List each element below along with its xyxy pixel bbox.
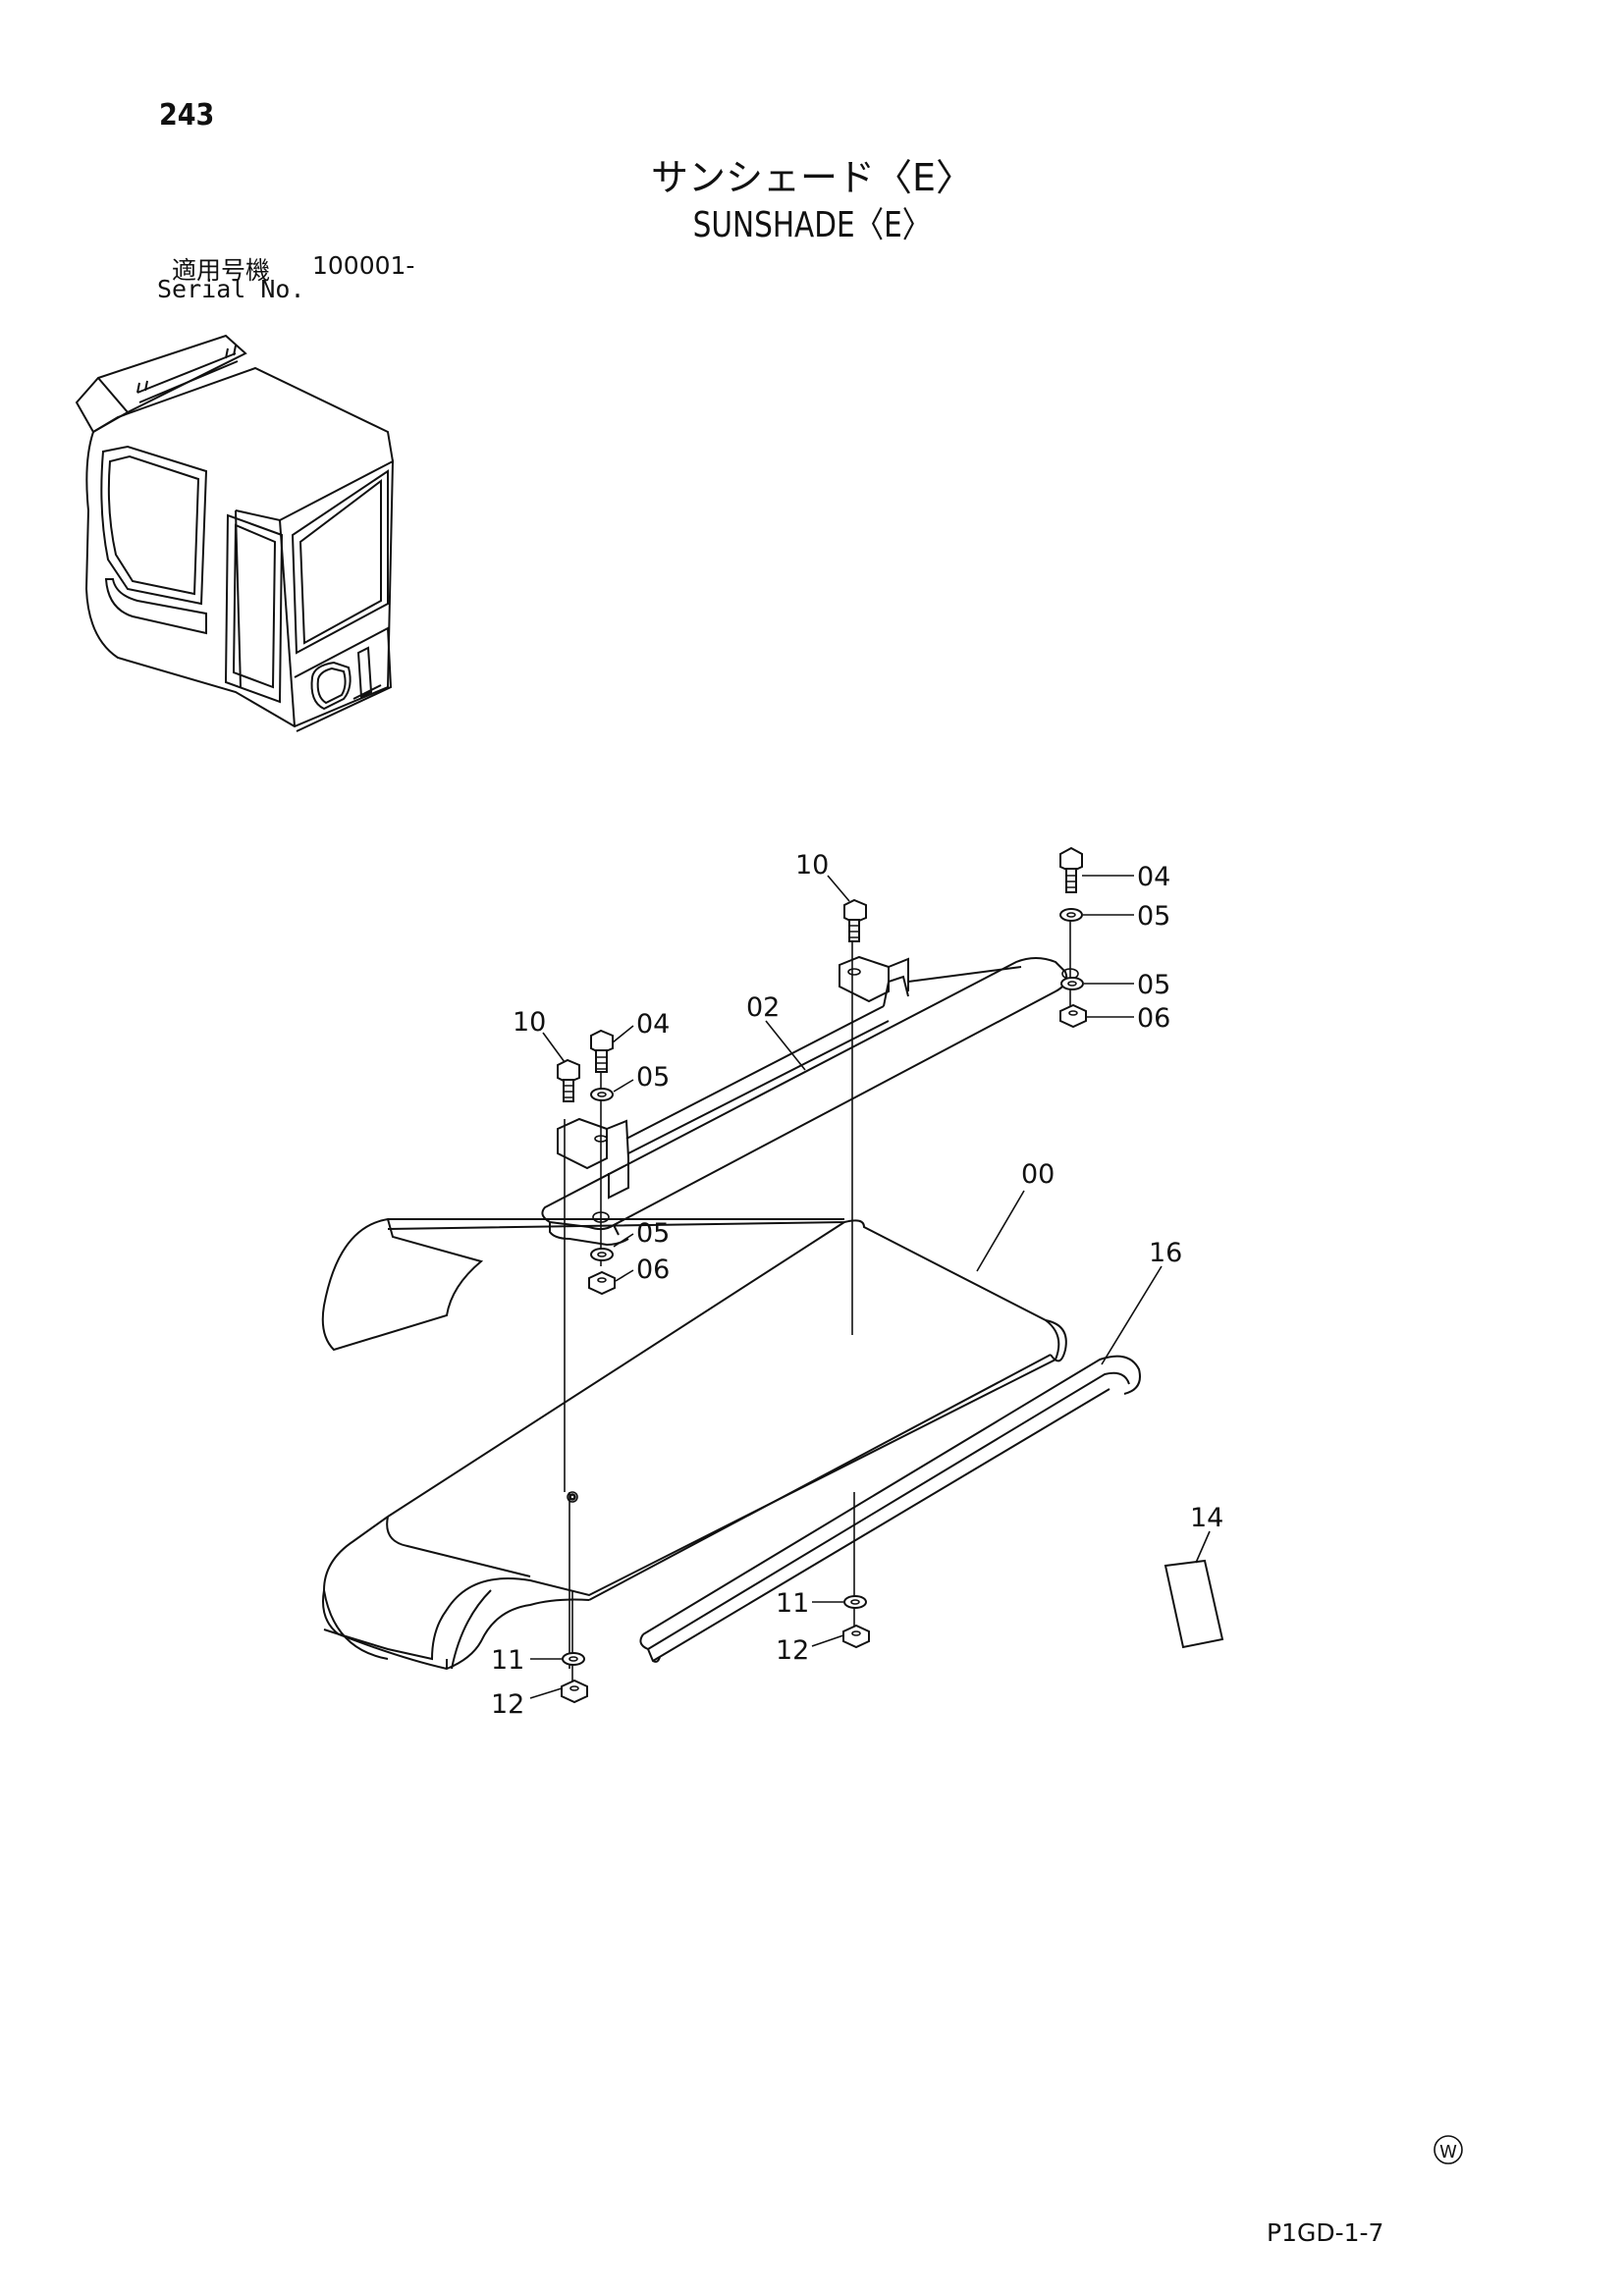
callout-16: 16 (1149, 1238, 1182, 1268)
seal-strip-part-16 (639, 1355, 1141, 1663)
hardware-left (557, 1029, 616, 1296)
callout-04-left: 04 (636, 1009, 670, 1040)
callout-02: 02 (746, 992, 780, 1023)
footer-reference-code: P1GD-1-7 (1267, 2218, 1384, 2247)
leader-lines (529, 875, 1211, 1699)
cab-overview-illustration (75, 334, 395, 732)
callout-00: 00 (1021, 1159, 1055, 1190)
callout-10-left: 10 (513, 1007, 546, 1038)
callout-05-right-lower: 05 (1137, 970, 1170, 1000)
sunshade-panel-part-00 (321, 1217, 1067, 1671)
page-title-japanese: サンシェード〈E〉 (650, 156, 973, 199)
watermark-w-symbol: W (1434, 2135, 1463, 2164)
decal-part-14 (1164, 1559, 1224, 1649)
callout-05-left-lower: 05 (636, 1218, 670, 1249)
serial-label-japanese: 適用号機 (172, 256, 271, 285)
callout-14: 14 (1190, 1503, 1223, 1533)
callout-11-center: 11 (776, 1588, 809, 1619)
callout-05-right-upper: 05 (1137, 901, 1170, 932)
callout-05-left-upper: 05 (636, 1062, 670, 1093)
serial-number-value: 100001- (312, 251, 415, 280)
callout-06-left: 06 (636, 1255, 670, 1285)
bracket-frame-part-02 (541, 955, 1079, 1247)
callout-11-left: 11 (491, 1645, 524, 1676)
page-title-english: SUNSHADE〈E〉 (692, 205, 932, 245)
callout-12-left: 12 (491, 1689, 524, 1720)
callout-06-right: 06 (1137, 1003, 1170, 1034)
callout-labels: 10 04 05 05 06 10 04 05 02 00 16 05 06 1… (491, 850, 1223, 1720)
hardware-right (843, 846, 1087, 1029)
callout-04-right: 04 (1137, 862, 1170, 892)
callout-10-right: 10 (795, 850, 829, 881)
assembly-centerlines (564, 918, 1071, 1688)
svg-text:W: W (1439, 2142, 1457, 2163)
callout-12-center: 12 (776, 1635, 809, 1666)
page-number: 243 (159, 98, 215, 133)
hardware-bottom (561, 1595, 870, 1704)
serial-label-english: Serial No. (157, 275, 305, 303)
